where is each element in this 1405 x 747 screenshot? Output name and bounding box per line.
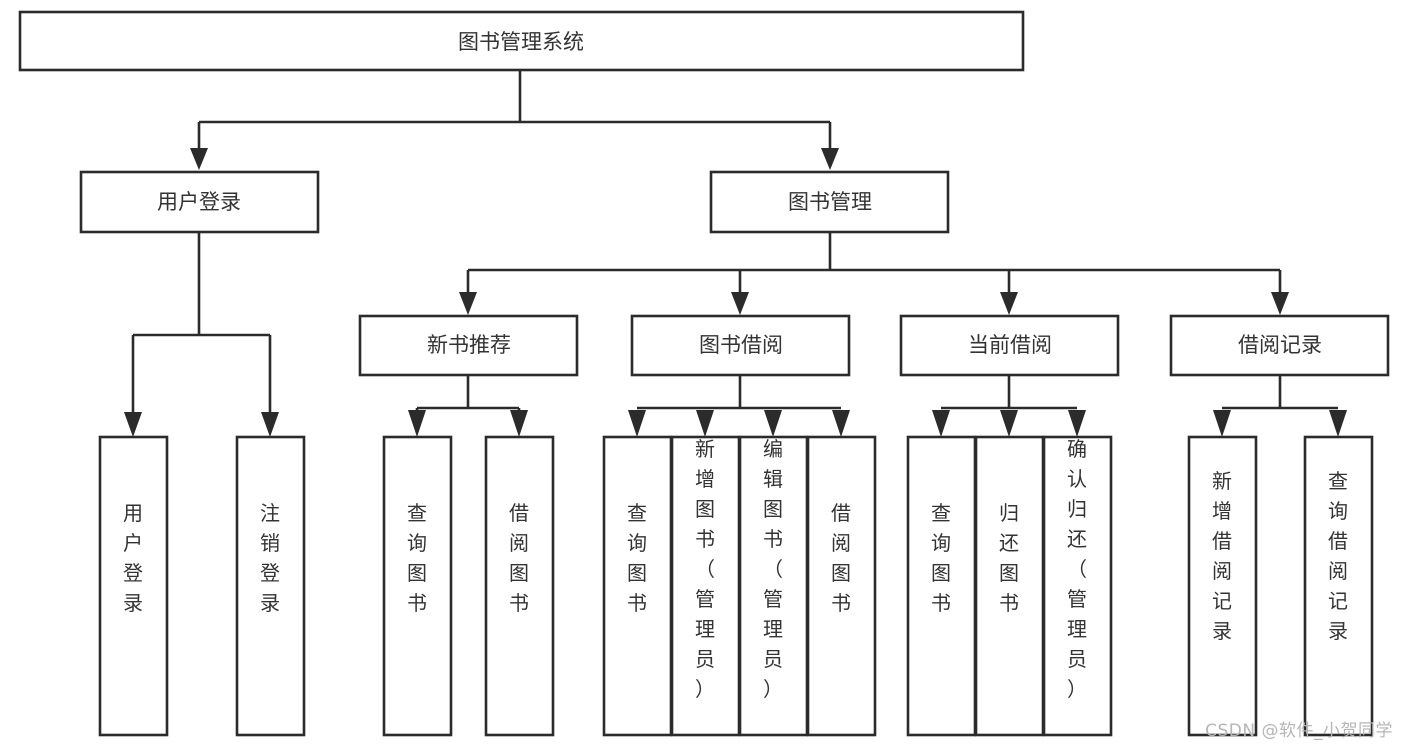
leaf-borrow-edit-label: 编辑图书（管理员） xyxy=(763,437,783,701)
leaf-current-query-box[interactable] xyxy=(906,435,977,737)
leaf-current-query-label: 查询图书 xyxy=(931,501,951,615)
node-user-login-box[interactable] xyxy=(79,170,320,234)
arrow-book-mgmt-c2 xyxy=(731,292,749,315)
leaf-node[interactable]: 新增图书（管理员） xyxy=(670,435,741,737)
leaf-logout-box[interactable] xyxy=(235,435,306,737)
arrow-recommend-leaf2 xyxy=(510,410,528,437)
arrow-borrow-leaf2 xyxy=(696,410,714,437)
arrow-borrow-leaf1 xyxy=(628,410,646,437)
arrow-book-mgmt-c4 xyxy=(1271,292,1289,315)
node-current-borrow[interactable]: 当前借阅 xyxy=(899,314,1120,377)
leaf-node[interactable]: 确认归还（管理员） xyxy=(1042,435,1113,737)
leaf-user-login-box[interactable] xyxy=(98,435,169,737)
leaf-current-confirm-box[interactable] xyxy=(1042,435,1113,737)
node-root-box[interactable] xyxy=(18,10,1025,72)
leaf-recommend-query-box[interactable] xyxy=(382,435,453,737)
arrow-user-login-leaf1 xyxy=(124,412,142,437)
leaf-borrow-add-label: 新增图书（管理员） xyxy=(695,437,715,701)
node-new-book-recommend-label: 新书推荐 xyxy=(427,333,511,357)
node-borrow-record-box[interactable] xyxy=(1169,314,1390,377)
arrow-record-leaf2 xyxy=(1329,410,1347,437)
arrow-book-mgmt-c1 xyxy=(459,292,477,315)
leaf-node[interactable]: 借阅图书 xyxy=(806,435,877,737)
leaf-record-query-label: 查询借阅记录 xyxy=(1328,469,1348,643)
node-book-borrow-label: 图书借阅 xyxy=(699,333,783,357)
leaf-node[interactable]: 查询图书 xyxy=(602,435,673,737)
leaf-node[interactable]: 归还图书 xyxy=(974,435,1045,737)
leaf-borrow-lend-label: 借阅图书 xyxy=(831,501,851,615)
leaf-recommend-borrow-label: 借阅图书 xyxy=(509,501,529,615)
node-current-borrow-box[interactable] xyxy=(899,314,1120,377)
leaf-borrow-lend-box[interactable] xyxy=(806,435,877,737)
leaf-node[interactable]: 查询借阅记录 xyxy=(1303,435,1374,737)
leaf-current-confirm-label: 确认归还（管理员） xyxy=(1067,437,1087,701)
csdn-watermark: CSDN @软件_小贺同学 xyxy=(1205,721,1393,741)
arrow-current-leaf3 xyxy=(1068,410,1086,437)
leaf-logout-label: 注销登录 xyxy=(260,501,280,615)
node-user-login[interactable]: 用户登录 xyxy=(79,170,320,234)
node-borrow-record[interactable]: 借阅记录 xyxy=(1169,314,1390,377)
node-root[interactable]: 图书管理系统 xyxy=(18,10,1025,72)
leaf-recommend-borrow-box[interactable] xyxy=(484,435,555,737)
node-current-borrow-label: 当前借阅 xyxy=(968,333,1052,357)
arrow-root-to-book-mgmt xyxy=(821,148,839,170)
node-book-management-label: 图书管理 xyxy=(788,190,872,214)
node-new-book-recommend[interactable]: 新书推荐 xyxy=(358,314,579,377)
leaf-current-return-box[interactable] xyxy=(974,435,1045,737)
leaf-user-login-label: 用户登录 xyxy=(123,501,143,615)
node-user-login-label: 用户登录 xyxy=(157,190,241,214)
connectors-group xyxy=(124,70,1347,437)
leaf-node[interactable]: 新增借阅记录 xyxy=(1187,435,1258,737)
arrow-borrow-leaf4 xyxy=(832,410,850,437)
leaf-borrow-query-label: 查询图书 xyxy=(627,501,647,615)
node-book-management[interactable]: 图书管理 xyxy=(709,170,950,234)
node-book-borrow-box[interactable] xyxy=(630,314,851,377)
arrow-current-leaf2 xyxy=(1000,410,1018,437)
leaf-current-return-label: 归还图书 xyxy=(999,501,1019,615)
arrow-recommend-leaf1 xyxy=(408,410,426,437)
leaf-node[interactable]: 用户登录 xyxy=(98,435,169,737)
arrow-user-login-leaf2 xyxy=(261,412,279,437)
leaf-node[interactable]: 编辑图书（管理员） xyxy=(738,435,809,737)
arrow-book-mgmt-c3 xyxy=(1000,292,1018,315)
node-root-label: 图书管理系统 xyxy=(458,30,584,54)
node-book-borrow[interactable]: 图书借阅 xyxy=(630,314,851,377)
node-book-management-box[interactable] xyxy=(709,170,950,234)
leaf-node[interactable]: 借阅图书 xyxy=(484,435,555,737)
node-new-book-recommend-box[interactable] xyxy=(358,314,579,377)
leaf-record-add-label: 新增借阅记录 xyxy=(1212,469,1232,643)
leaf-node[interactable]: 注销登录 xyxy=(235,435,306,737)
leaf-borrow-query-box[interactable] xyxy=(602,435,673,737)
leaf-record-add-box[interactable] xyxy=(1187,435,1258,737)
arrow-borrow-leaf3 xyxy=(764,410,782,437)
leaf-node[interactable]: 查询图书 xyxy=(906,435,977,737)
arrow-record-leaf1 xyxy=(1213,410,1231,437)
leaf-borrow-add-box[interactable] xyxy=(670,435,741,737)
node-borrow-record-label: 借阅记录 xyxy=(1238,333,1322,357)
leaf-record-query-box[interactable] xyxy=(1303,435,1374,737)
arrow-root-to-user-login xyxy=(190,148,208,170)
leaf-node[interactable]: 查询图书 xyxy=(382,435,453,737)
leaf-recommend-query-label: 查询图书 xyxy=(407,501,427,615)
arrow-current-leaf1 xyxy=(932,410,950,437)
